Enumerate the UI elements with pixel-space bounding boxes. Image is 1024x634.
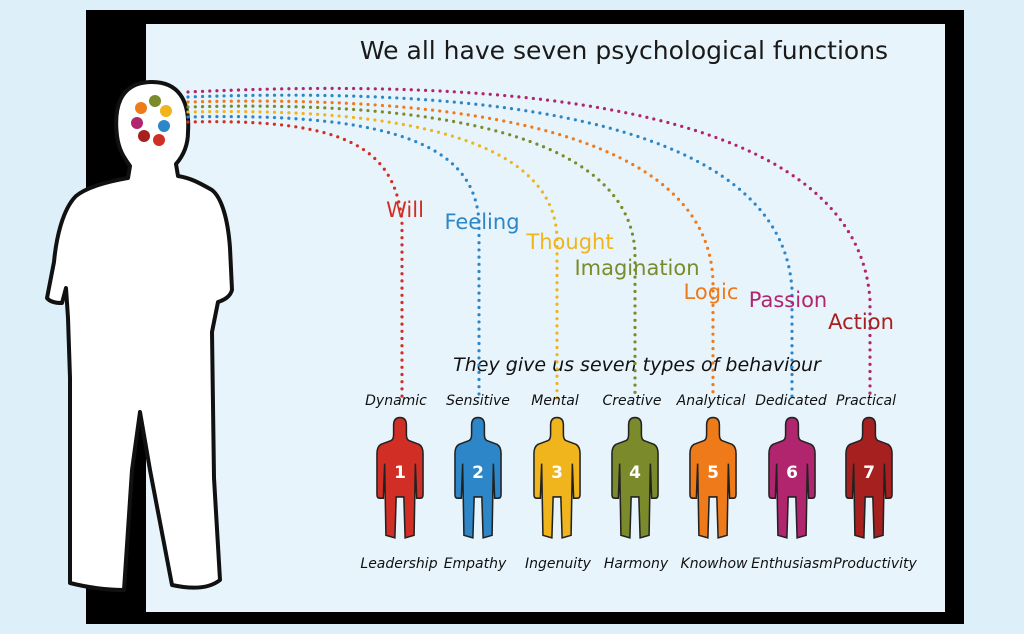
function-label-will: Will: [386, 198, 424, 222]
figure-1: 1: [376, 416, 424, 539]
title: We all have seven psychological function…: [360, 36, 888, 65]
person-silhouette: [45, 80, 234, 592]
behaviour-label-dynamic: Dynamic: [365, 393, 427, 409]
function-label-action: Action: [828, 310, 894, 334]
quality-label-enthusiasm: Enthusiasm: [751, 556, 833, 572]
figure-5: 5: [689, 416, 737, 539]
head-dot-4: [149, 95, 161, 107]
figure-2: 2: [454, 416, 502, 539]
figure-number-3: 3: [551, 463, 563, 483]
function-label-imagination: Imagination: [574, 256, 699, 280]
figure-number-7: 7: [863, 463, 875, 483]
connector-passion: [186, 93, 794, 400]
head-dots: [131, 95, 172, 146]
behaviour-label-analytical: Analytical: [676, 393, 746, 409]
quality-label-empathy: Empathy: [444, 556, 507, 572]
head-dot-5: [135, 102, 147, 114]
figures: 1 2 3 4 5 6 7: [376, 416, 893, 539]
figure-6: 6: [768, 416, 816, 539]
behaviour-label-practical: Practical: [836, 393, 896, 409]
connector-thought: [186, 109, 559, 400]
connector-will: [186, 120, 404, 400]
figure-7: 7: [845, 416, 893, 539]
quality-label-knowhow: Knowhow: [681, 556, 749, 572]
connector-action: [186, 86, 872, 400]
subtitle: They give us seven types of behaviour: [453, 354, 822, 376]
head-dot-3: [160, 105, 172, 117]
behaviour-label-mental: Mental: [531, 393, 579, 409]
figure-number-5: 5: [707, 463, 719, 483]
head-dot-7: [138, 130, 150, 142]
behaviour-label-creative: Creative: [602, 393, 661, 409]
quality-label-productivity: Productivity: [833, 556, 917, 572]
head-dot-6: [131, 117, 143, 129]
quality-label-ingenuity: Ingenuity: [525, 556, 592, 572]
function-label-thought: Thought: [525, 230, 613, 254]
figure-number-2: 2: [472, 463, 484, 483]
figure-number-6: 6: [786, 463, 798, 483]
quality-labels: Leadership Empathy Ingenuity Harmony Kno…: [360, 556, 917, 572]
function-label-feeling: Feeling: [444, 210, 519, 234]
function-labels: Will Feeling Thought Imagination Logic P…: [386, 198, 894, 334]
function-label-logic: Logic: [684, 280, 739, 304]
connectors: [186, 86, 872, 400]
figure-3: 3: [533, 416, 581, 539]
figure-number-4: 4: [629, 463, 641, 483]
behaviour-labels: Dynamic Sensitive Mental Creative Analyt…: [365, 393, 896, 409]
behaviour-label-sensitive: Sensitive: [446, 393, 510, 409]
head-dot-1: [153, 134, 165, 146]
behaviour-label-dedicated: Dedicated: [755, 393, 827, 409]
head-dot-2: [158, 120, 170, 132]
quality-label-harmony: Harmony: [604, 556, 669, 572]
figure-number-1: 1: [394, 463, 406, 483]
quality-label-leadership: Leadership: [360, 556, 437, 572]
connector-logic: [186, 99, 715, 400]
figure-4: 4: [611, 416, 659, 539]
function-label-passion: Passion: [749, 288, 827, 312]
